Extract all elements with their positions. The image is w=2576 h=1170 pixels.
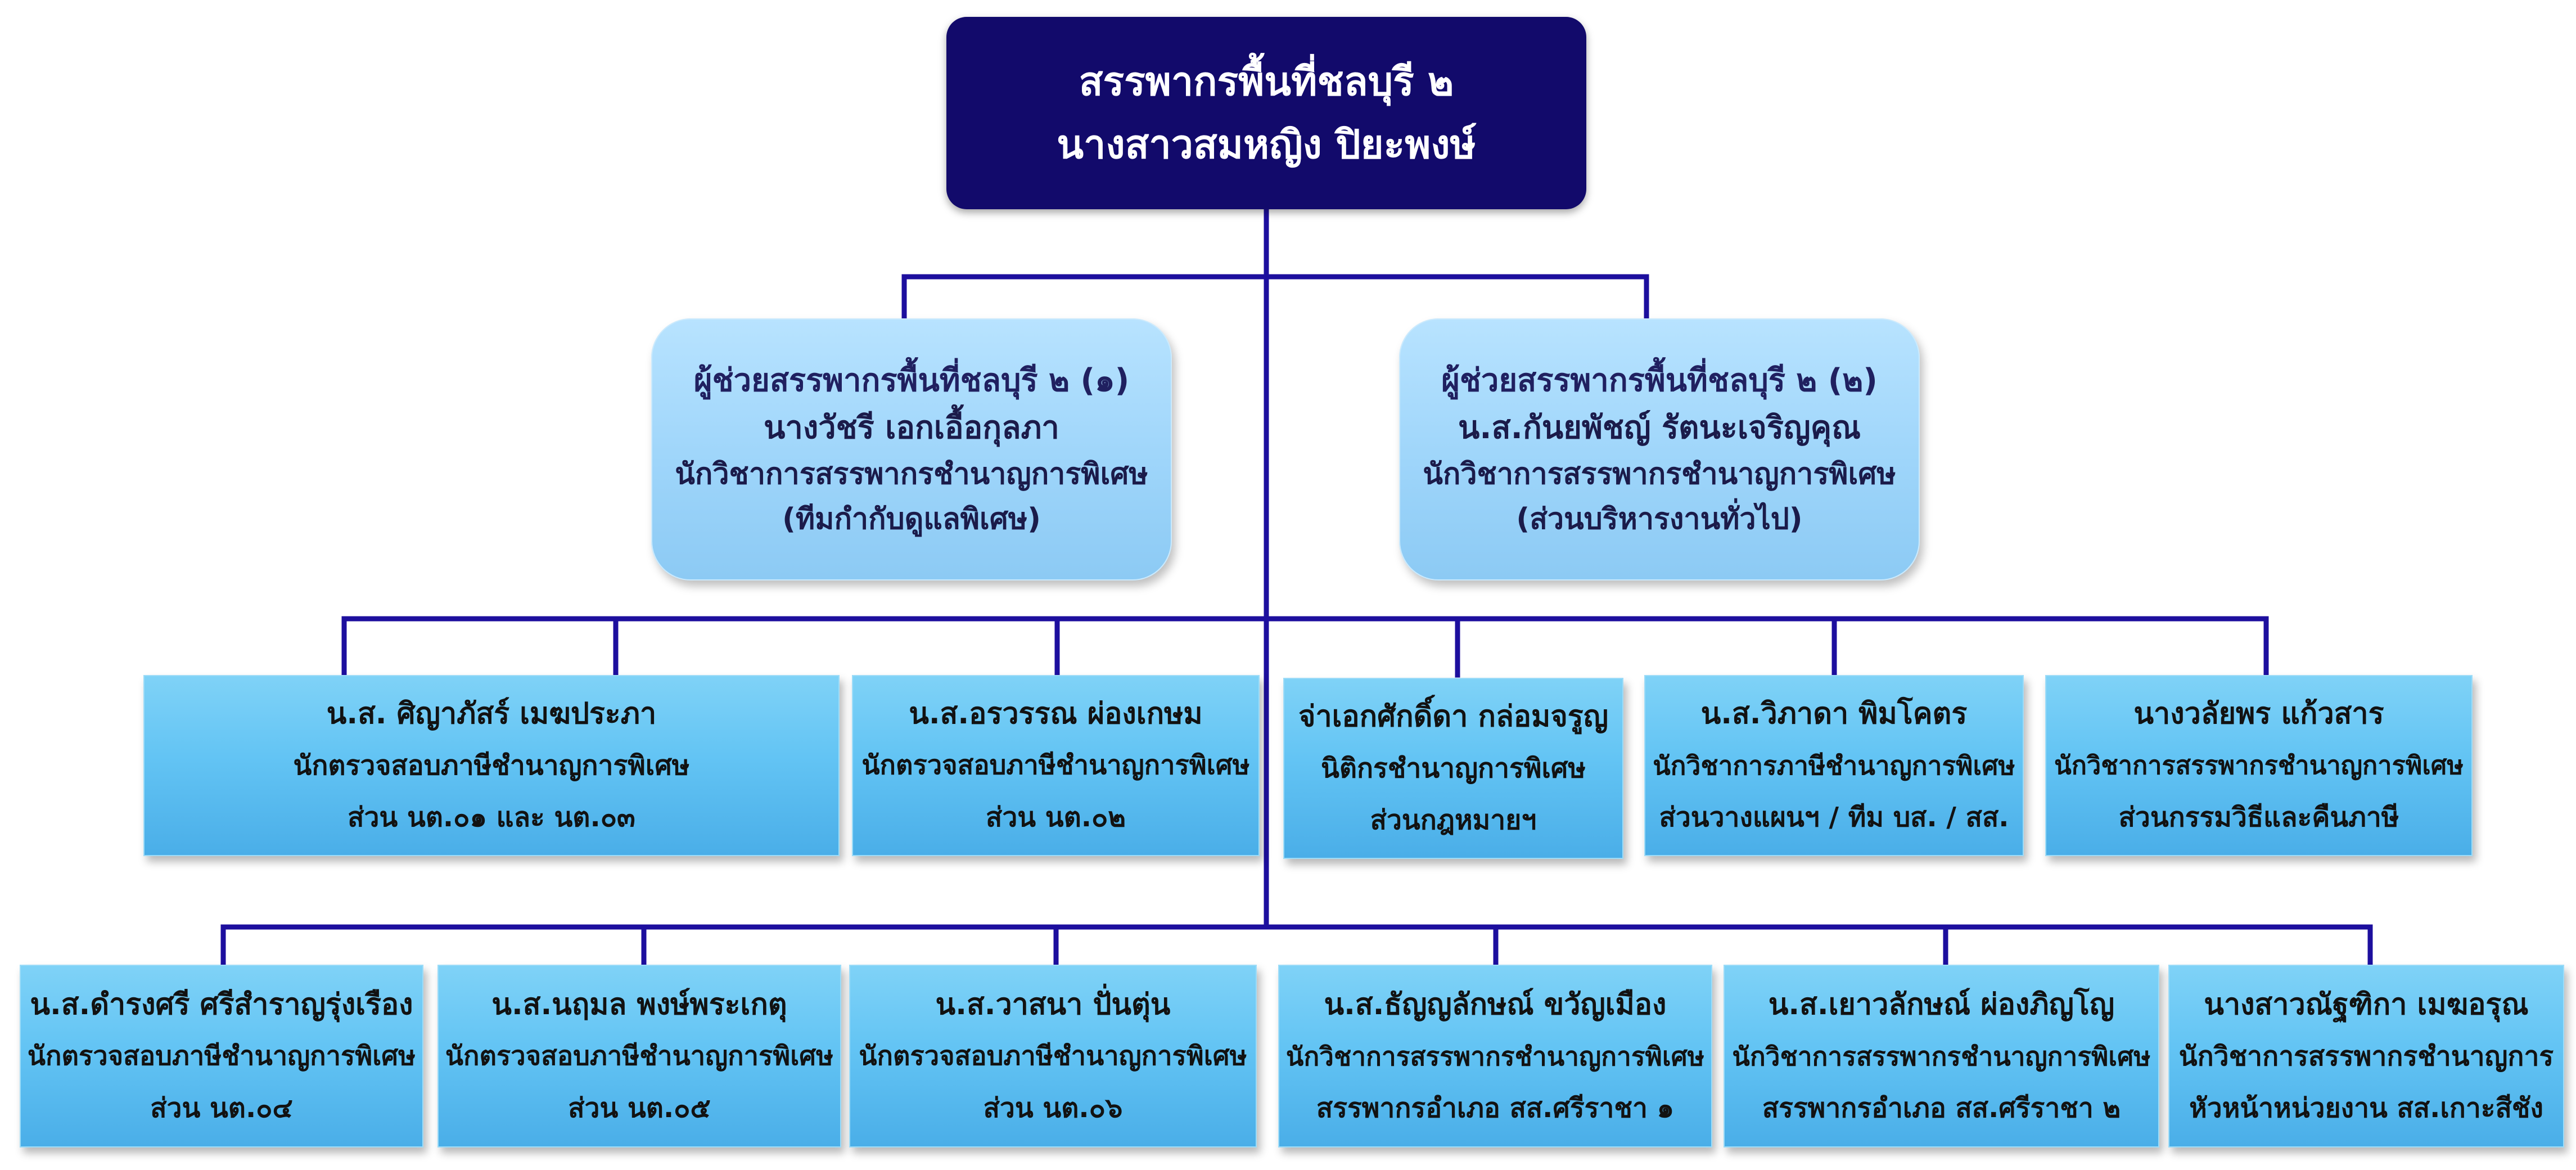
staff-unit: หัวหน้าหน่วยงาน สส.เกาะสีชัง — [2189, 1092, 2543, 1124]
director-title: สรรพากรพื้นที่ชลบุรี ๒ — [1079, 58, 1454, 105]
staff-position: นิติกรชำนาญการพิเศษ — [1321, 753, 1586, 784]
staff-box-row2-5: น.ส.เยาวลักษณ์ ผ่องภิญโญ นักวิชาการสรรพา… — [1724, 965, 2159, 1148]
staff-box-row1-4: น.ส.วิภาดา พิมโคตร นักวิชาการภาษีชำนาญกา… — [1644, 675, 2024, 856]
staff-unit: ส่วน นต.๐๖ — [983, 1092, 1123, 1124]
staff-unit: ส่วน นต.๐๒ — [986, 802, 1126, 833]
staff-position: นักตรวจสอบภาษีชำนาญการพิเศษ — [293, 750, 690, 781]
staff-unit: ส่วน นต.๐๔ — [150, 1092, 293, 1124]
staff-position: นักวิชาการสรรพากรชำนาญการพิเศษ — [1732, 1041, 2151, 1072]
staff-box-row2-6: นางสาวณัฐฑิกา เมฆอรุณ นักวิชาการสรรพากรช… — [2168, 965, 2564, 1148]
assistant-title: ผู้ช่วยสรรพากรพื้นที่ชลบุรี ๒ (๑) — [693, 362, 1130, 399]
staff-name: น.ส. ศิญาภัสร์ เมฆประภา — [326, 697, 657, 731]
assistant-box-1: ผู้ช่วยสรรพากรพื้นที่ชลบุรี ๒ (๑) นางวัช… — [651, 318, 1172, 580]
staff-box-row2-4: น.ส.ธัญญลักษณ์ ขวัญเมือง นักวิชาการสรรพา… — [1278, 965, 1712, 1148]
staff-name: จ่าเอกศักดิ์ดา กล่อมจรูญ — [1298, 700, 1609, 734]
staff-unit: ส่วนวางแผนฯ / ทีม บส. / สส. — [1659, 802, 2009, 833]
staff-position: นักวิชาการสรรพากรชำนาญการพิเศษ — [1285, 1041, 1705, 1072]
staff-unit: สรรพากรอำเภอ สส.ศรีราชา ๑ — [1316, 1092, 1675, 1124]
staff-name: น.ส.วาสนา ปั่นตุ่น — [935, 987, 1171, 1022]
staff-name: นางวลัยพร แก้วสาร — [2133, 697, 2384, 731]
staff-position: นักตรวจสอบภาษีชำนาญการพิเศษ — [861, 750, 1250, 781]
staff-name: น.ส.อรวรรณ ผ่องเกษม — [909, 697, 1203, 731]
staff-box-row1-5: นางวลัยพร แก้วสาร นักวิชาการสรรพากรชำนาญ… — [2045, 675, 2473, 856]
staff-position: นักตรวจสอบภาษีชำนาญการพิเศษ — [445, 1040, 834, 1072]
staff-position: นักตรวจสอบภาษีชำนาญการพิเศษ — [27, 1040, 416, 1072]
staff-box-row2-1: น.ส.ดำรงศรี ศรีสำราญรุ่งเรือง นักตรวจสอบ… — [20, 965, 423, 1148]
staff-box-row1-3: จ่าเอกศักดิ์ดา กล่อมจรูญ นิติกรชำนาญการพ… — [1283, 678, 1623, 859]
assistant-name: น.ส.กันยพัชญ์ รัตนะเจริญคุณ — [1458, 410, 1861, 446]
staff-unit: ส่วน นต.๐๑ และ นต.๐๓ — [348, 802, 635, 833]
staff-position: นักวิชาการสรรพากรชำนาญการ — [2178, 1040, 2554, 1072]
assistant-unit: (ส่วนบริหารงานทั่วไป) — [1516, 502, 1803, 536]
director-box: สรรพากรพื้นที่ชลบุรี ๒ นางสาวสมหญิง ปิยะ… — [946, 17, 1586, 209]
staff-name: น.ส.ดำรงศรี ศรีสำราญรุ่งเรือง — [30, 987, 413, 1022]
staff-box-row2-2: น.ส.นฤมล พงษ์พระเกตุ นักตรวจสอบภาษีชำนาญ… — [437, 965, 841, 1148]
staff-name: น.ส.ธัญญลักษณ์ ขวัญเมือง — [1324, 987, 1667, 1022]
staff-name: นางสาวณัฐฑิกา เมฆอรุณ — [2204, 987, 2529, 1022]
staff-name: น.ส.เยาวลักษณ์ ผ่องภิญโญ — [1768, 987, 2115, 1022]
staff-box-row2-3: น.ส.วาสนา ปั่นตุ่น นักตรวจสอบภาษีชำนาญกา… — [849, 965, 1257, 1148]
staff-position: นักวิชาการสรรพากรชำนาญการพิเศษ — [2054, 750, 2464, 780]
assistant-position: นักวิชาการสรรพากรชำนาญการพิเศษ — [675, 457, 1148, 491]
assistant-unit: (ทีมกำกับดูแลพิเศษ) — [782, 502, 1041, 536]
staff-position: นักวิชาการภาษีชำนาญการพิเศษ — [1653, 750, 2015, 781]
staff-unit: สรรพากรอำเภอ สส.ศรีราชา ๒ — [1762, 1092, 2121, 1124]
staff-name: น.ส.นฤมล พงษ์พระเกตุ — [491, 987, 787, 1022]
assistant-box-2: ผู้ช่วยสรรพากรพื้นที่ชลบุรี ๒ (๒) น.ส.กั… — [1399, 318, 1920, 580]
staff-unit: ส่วนกฎหมายฯ — [1370, 804, 1537, 836]
staff-unit: ส่วน นต.๐๕ — [568, 1092, 711, 1124]
staff-box-row1-1: น.ส. ศิญาภัสร์ เมฆประภา นักตรวจสอบภาษีชำ… — [143, 675, 840, 856]
staff-position: นักตรวจสอบภาษีชำนาญการพิเศษ — [859, 1040, 1247, 1072]
staff-box-row1-2: น.ส.อรวรรณ ผ่องเกษม นักตรวจสอบภาษีชำนาญก… — [852, 675, 1260, 856]
assistant-name: นางวัชรี เอกเอื้อกุลภา — [764, 410, 1059, 446]
director-name: นางสาวสมหญิง ปิยะพงษ์ — [1057, 122, 1476, 168]
staff-name: น.ส.วิภาดา พิมโคตร — [1700, 697, 1968, 731]
staff-unit: ส่วนกรรมวิธีและคืนภาษี — [2118, 802, 2399, 833]
assistant-position: นักวิชาการสรรพากรชำนาญการพิเศษ — [1423, 457, 1896, 491]
assistant-title: ผู้ช่วยสรรพากรพื้นที่ชลบุรี ๒ (๒) — [1441, 362, 1878, 399]
